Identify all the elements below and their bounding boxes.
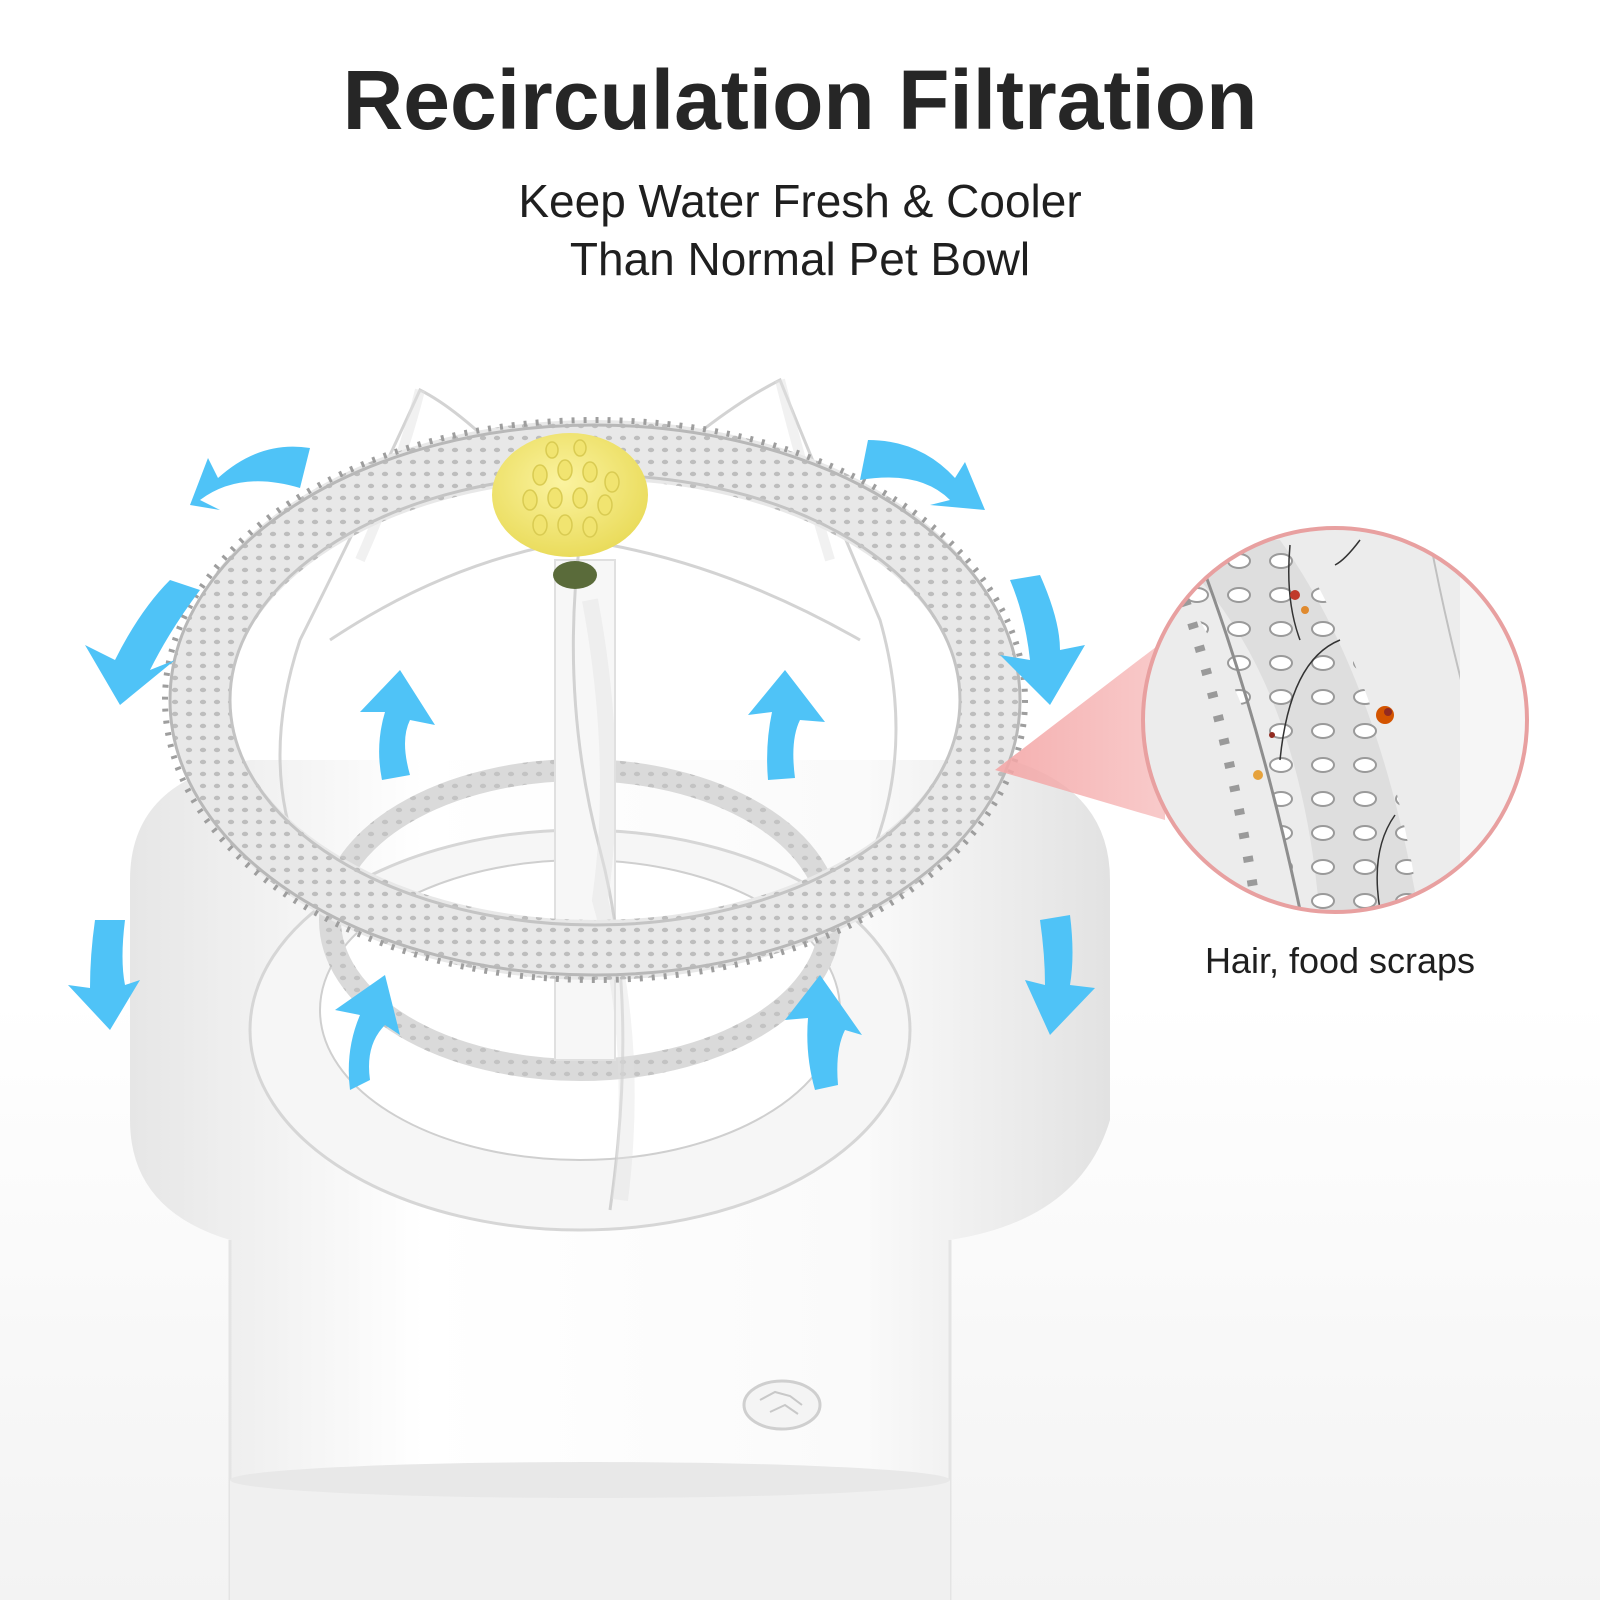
arrow-down-right — [1025, 915, 1095, 1035]
curved-arrow-left-top — [190, 446, 310, 510]
flower-nozzle — [492, 433, 648, 589]
zoom-beam — [995, 640, 1165, 820]
curved-arrow-right-top — [860, 440, 985, 510]
curved-arrow-left-mid — [85, 580, 200, 705]
page-title: Recirculation Filtration — [342, 53, 1258, 147]
motion-sensor — [742, 1379, 822, 1431]
zoom-callout-circle — [1141, 526, 1529, 914]
subtitle-line-2: Than Normal Pet Bowl — [569, 233, 1031, 285]
subtitle: Keep Water Fresh & Cooler Than Normal Pe… — [0, 172, 1600, 288]
arrow-up-inner-left — [360, 670, 435, 780]
arrow-up-lower-left — [335, 975, 400, 1090]
curved-arrow-right-mid — [1000, 575, 1085, 705]
subtitle-line-1: Keep Water Fresh & Cooler — [518, 175, 1082, 227]
callout-caption: Hair, food scraps — [1204, 940, 1476, 981]
arrow-up-inner-right — [748, 670, 825, 780]
arrow-up-lower-right — [785, 975, 862, 1090]
arrow-down-left — [68, 920, 140, 1030]
flow-arrows — [68, 440, 1095, 1090]
